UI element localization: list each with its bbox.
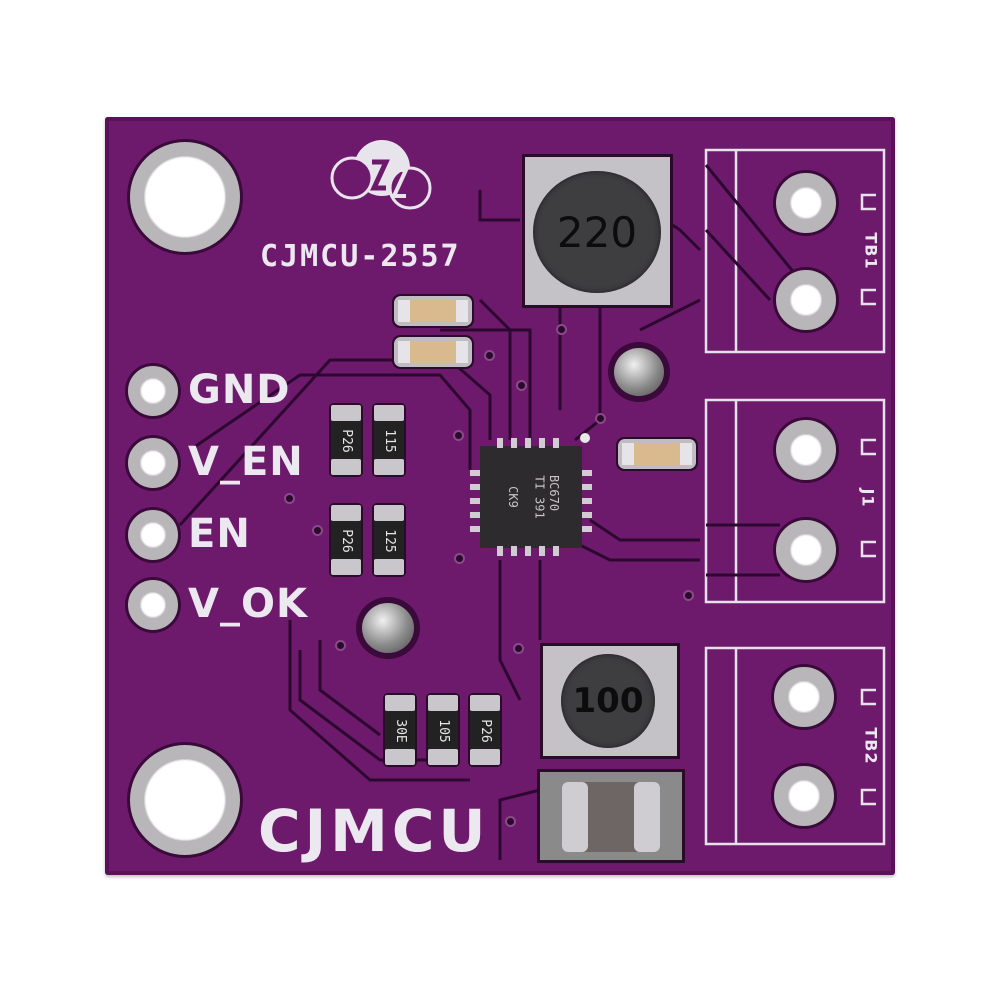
via	[518, 382, 525, 389]
model-label: CJMCU-2557	[260, 239, 461, 274]
via	[597, 415, 604, 422]
terminal-j1-hole-1[interactable]	[776, 420, 836, 480]
via	[314, 527, 321, 534]
capacitor-c2	[398, 341, 468, 363]
pin-hole-v-en[interactable]	[128, 438, 178, 488]
via	[456, 555, 463, 562]
pin-label-en: EN	[188, 511, 251, 557]
resistor-r1: P26	[331, 405, 361, 475]
via	[558, 326, 565, 333]
pin-label-gnd: GND	[188, 367, 291, 413]
resistor-r3: P26	[331, 505, 361, 575]
terminal-tb2-label: TB2	[861, 727, 881, 765]
pin-label-v-en: V_EN	[188, 439, 304, 485]
terminal-tb1-hole-1[interactable]	[776, 173, 836, 233]
mounting-hole-bottom-left	[130, 745, 240, 855]
cjmcu-logo-icon	[330, 140, 432, 210]
terminal-tb1-hole-2[interactable]	[776, 270, 836, 330]
ic-marking-3: CK9	[505, 486, 520, 508]
resistor-r4: 125	[374, 505, 404, 575]
bulk-capacitor	[540, 772, 682, 860]
via	[337, 642, 344, 649]
via	[507, 818, 514, 825]
resistor-r7: P26	[470, 695, 500, 765]
resistor-r2: 115	[374, 405, 404, 475]
test-pad-2	[614, 348, 664, 396]
inductor-220-marking: 220	[556, 207, 638, 257]
via	[486, 352, 493, 359]
via	[455, 432, 462, 439]
pin-label-v-ok: V_OK	[188, 581, 308, 627]
capacitor-c3	[622, 443, 692, 465]
terminal-tb2-hole-1[interactable]	[774, 667, 834, 727]
terminal-tb2-hole-2[interactable]	[774, 766, 834, 826]
via	[685, 592, 692, 599]
terminal-tb1-label: TB1	[861, 232, 881, 270]
inductor-100: 100	[543, 646, 677, 756]
pin-hole-v-ok[interactable]	[128, 580, 178, 630]
mounting-hole-top-left	[130, 142, 240, 252]
inductor-100-marking: 100	[572, 681, 644, 721]
ic-tps62xx-chip: BC670 TI 391 CK9	[480, 446, 582, 548]
capacitor-c1	[398, 300, 468, 322]
ic-marking-2: TI 391	[532, 475, 547, 519]
ic-marking-1: BC670	[547, 474, 562, 512]
terminal-j1-label: J1	[858, 488, 878, 508]
resistor-r5: 30E	[385, 695, 415, 765]
via	[515, 645, 522, 652]
via	[286, 495, 293, 502]
test-pad-1	[362, 603, 414, 653]
pin1-marker-dot	[580, 433, 590, 443]
brand-label: CJMCU	[258, 797, 490, 865]
pin-hole-en[interactable]	[128, 510, 178, 560]
inductor-220: 220	[525, 157, 670, 305]
resistor-r6: 105	[428, 695, 458, 765]
terminal-j1-hole-2[interactable]	[776, 520, 836, 580]
pin-hole-gnd[interactable]	[128, 366, 178, 416]
